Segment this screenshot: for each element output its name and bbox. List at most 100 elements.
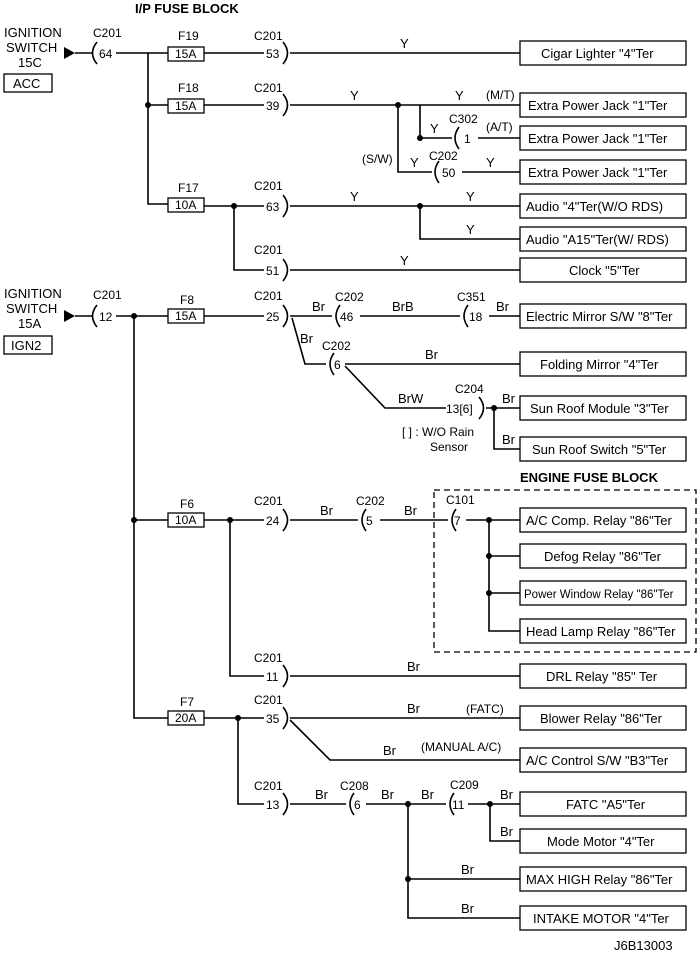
load-box — [519, 159, 687, 185]
c202-5-pin: 5 — [366, 514, 373, 528]
c201-51-pin: 51 — [266, 264, 280, 278]
load-extra-power-jack-1: Extra Power Jack "1"Ter — [528, 98, 668, 113]
c204-name: C204 — [455, 382, 484, 396]
c201-39-name: C201 — [254, 81, 283, 95]
load-box — [519, 226, 687, 252]
c201-35-name: C201 — [254, 693, 283, 707]
load-clock: Clock "5"Ter — [569, 263, 640, 278]
load-box — [519, 543, 687, 569]
load-cigar-lighter: Cigar Lighter "4"Ter — [541, 46, 654, 61]
load-sunroof-module: Sun Roof Module "3"Ter — [530, 401, 669, 416]
load-extra-power-jack-2: Extra Power Jack "1"Ter — [528, 131, 668, 146]
load-box — [519, 125, 687, 151]
fuse-f19 — [167, 46, 205, 62]
load-box — [519, 303, 687, 329]
fuse-f18 — [167, 98, 205, 114]
load-box — [519, 507, 687, 533]
load-defog-relay: Defog Relay "86"Ter — [544, 549, 662, 564]
wire-color-label: Br — [425, 347, 439, 362]
fuse-f8-name: F8 — [180, 293, 194, 307]
engine-fuse-block-frame — [433, 489, 697, 653]
fuse-f18-rating: 15A — [175, 99, 196, 113]
wire-color-label: Br — [315, 787, 329, 802]
load-box — [519, 257, 687, 283]
ip-fuse-block-title: I/P FUSE BLOCK — [135, 1, 239, 16]
c201-53-pin: 53 — [266, 47, 280, 61]
note-rain-sensor: [ ] : W/O Rain — [402, 425, 474, 439]
arrow-icon — [64, 47, 75, 59]
wire-color-label: Y — [350, 88, 359, 103]
c202-50-name: C202 — [429, 149, 458, 163]
c202-46-name: C202 — [335, 290, 364, 304]
fuse-f19-name: F19 — [178, 29, 199, 43]
c202-46-pin: 46 — [340, 310, 354, 324]
c208-6-name: C208 — [340, 779, 369, 793]
load-ac-comp-relay: A/C Comp. Relay "86"Ter — [526, 513, 672, 528]
load-head-lamp-relay: Head Lamp Relay "86"Ter — [526, 624, 676, 639]
wire-color-label: Br — [500, 787, 514, 802]
c201-11-name: C201 — [254, 651, 283, 665]
wire-color-label: Br — [496, 299, 510, 314]
c101-7-pin: 7 — [454, 514, 461, 528]
wire-color-label: BrW — [398, 391, 424, 406]
load-box — [519, 828, 687, 854]
wire-color-label: Y — [466, 189, 475, 204]
wire-color-label: Y — [400, 36, 409, 51]
load-sunroof-switch: Sun Roof Switch "5"Ter — [532, 442, 667, 457]
c302-1-name: C302 — [449, 112, 478, 126]
conn-c201-12-name: C201 — [93, 288, 122, 302]
wire-color-label: Y — [466, 222, 475, 237]
source-1-line1: IGNITION — [4, 25, 62, 40]
engine-fuse-block-title: ENGINE FUSE BLOCK — [520, 470, 659, 485]
load-ac-control-sw: A/C Control S/W "B3"Ter — [526, 753, 669, 768]
fuse-f17-rating: 10A — [175, 198, 196, 212]
source-2-line2: SWITCH — [6, 301, 57, 316]
load-power-window-relay: Power Window Relay "86"Ter — [524, 589, 674, 601]
c202-50-pin: 50 — [442, 166, 456, 180]
acc-badge-box — [3, 73, 53, 93]
fuse-f7-rating: 20A — [175, 711, 196, 725]
c201-63-pin: 63 — [266, 200, 280, 214]
load-box — [519, 395, 687, 421]
c201-39-pin: 39 — [266, 99, 280, 113]
wire-color-label: Br — [383, 743, 397, 758]
load-extra-power-jack-3: Extra Power Jack "1"Ter — [528, 165, 668, 180]
wire-color-label: Y — [400, 253, 409, 268]
wire-color-label: Br — [300, 331, 314, 346]
wire-color-label: Br — [320, 503, 334, 518]
c209-11-name: C209 — [450, 778, 479, 792]
load-box — [519, 580, 687, 606]
load-box — [519, 436, 687, 462]
load-max-high-relay: MAX HIGH Relay "86"Ter — [526, 872, 673, 887]
wire-color-label: BrB — [392, 299, 414, 314]
wire-color-label: Y — [410, 155, 419, 170]
wire-color-label: Br — [502, 391, 516, 406]
load-box — [519, 905, 687, 931]
load-box — [519, 193, 687, 219]
c302-1-pin: 1 — [464, 132, 471, 146]
c201-25-name: C201 — [254, 289, 283, 303]
c202-6-pin: 6 — [334, 358, 341, 372]
note-manual-ac: (MANUAL A/C) — [421, 740, 501, 754]
c201-13-pin: 13 — [266, 798, 280, 812]
fuse-f18-name: F18 — [178, 81, 199, 95]
wire-color-label: Y — [486, 155, 495, 170]
c201-13-name: C201 — [254, 779, 283, 793]
ignition-switch-15a: IGNITION SWITCH 15A IGN2 C201 12 — [3, 286, 122, 355]
load-mode-motor: Mode Motor "4"Ter — [547, 834, 655, 849]
load-intake-motor: INTAKE MOTOR "4"Ter — [533, 911, 670, 926]
c202-5-name: C202 — [356, 494, 385, 508]
wire-color-label: Br — [502, 432, 516, 447]
c208-6-pin: 6 — [354, 798, 361, 812]
ign2-badge: IGN2 — [11, 338, 41, 353]
load-box — [519, 663, 687, 689]
wire-color-label: Y — [455, 88, 464, 103]
note-mt: (M/T) — [486, 88, 515, 102]
figure-id: J6B13003 — [614, 938, 673, 953]
c201-24-name: C201 — [254, 494, 283, 508]
conn-c201-64-name: C201 — [93, 26, 122, 40]
source-1-line3: 15C — [18, 55, 42, 70]
c201-24-pin: 24 — [266, 514, 280, 528]
load-box — [519, 92, 687, 118]
